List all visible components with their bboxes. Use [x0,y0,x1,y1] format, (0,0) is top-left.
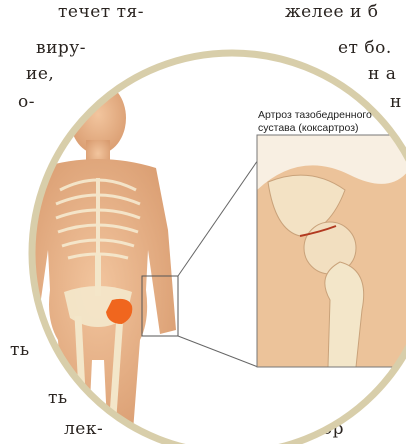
zoomed-hip-joint [257,135,406,367]
caption-line-1: Артроз тазобедренного [258,109,406,122]
figure-caption: Артроз тазобедренного сустава (коксартро… [258,109,406,135]
caption-line-2: сустава (коксартроз) [258,122,406,135]
